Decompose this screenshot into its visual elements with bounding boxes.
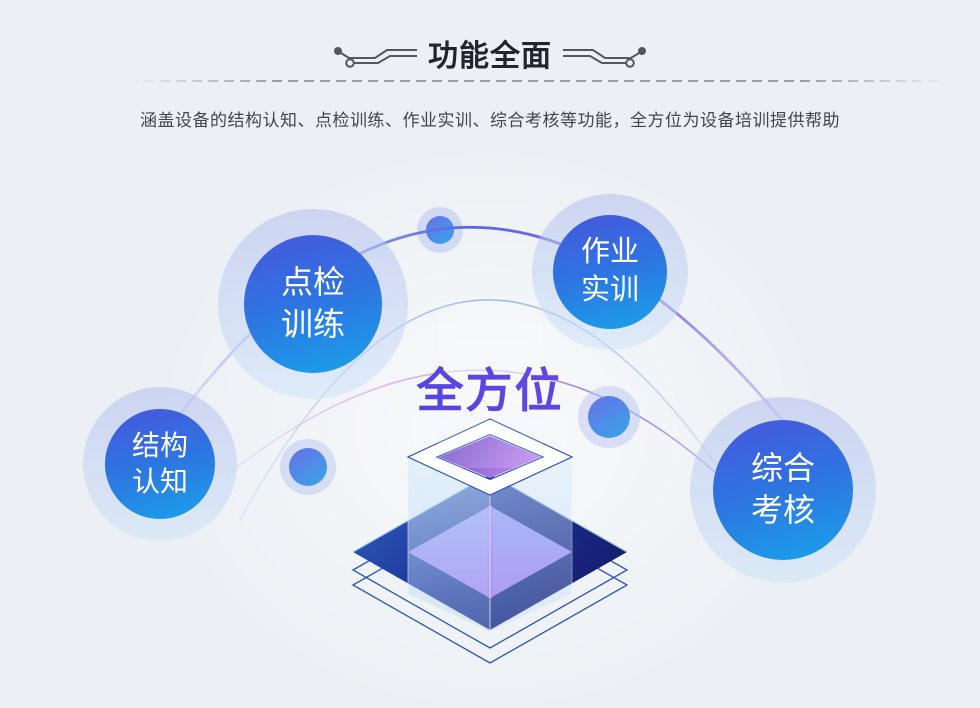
bubble-line: 训练: [280, 306, 345, 342]
circuit-decoration-right-icon: [563, 47, 646, 68]
dashed-divider: [128, 80, 952, 82]
bubble-line: 综合: [750, 450, 815, 487]
center-label: 全方位: [0, 366, 980, 416]
bubble-label: 结构 认知: [105, 409, 215, 519]
circuit-decoration-left-icon: [334, 47, 417, 68]
beam-overlay: [437, 420, 543, 468]
page-title: 功能全面: [428, 40, 552, 73]
bubble-line: 实训: [580, 274, 639, 306]
bubble-line: 认知: [131, 466, 188, 497]
section-header: 功能全面: [0, 40, 980, 74]
bubble-line: 考核: [750, 492, 815, 528]
bubble-label: 综合 考核: [713, 420, 853, 560]
orbit-dot-right: [578, 386, 640, 448]
section-subtitle: 涵盖设备的结构认知、点检训练、作业实训、综合考核等功能，全方位为设备培训提供帮助: [140, 111, 840, 130]
white-ring: [406, 418, 574, 496]
bubble-label: 点检 训练: [244, 235, 382, 373]
bubble-label: 作业 实训: [553, 215, 667, 329]
bubble-line: 作业: [580, 236, 639, 269]
bubble-line: 结构: [131, 429, 188, 461]
ring-core-purple: [439, 436, 541, 478]
orbit-dot-left: [280, 439, 336, 495]
bubble-line: 点检: [280, 264, 345, 301]
